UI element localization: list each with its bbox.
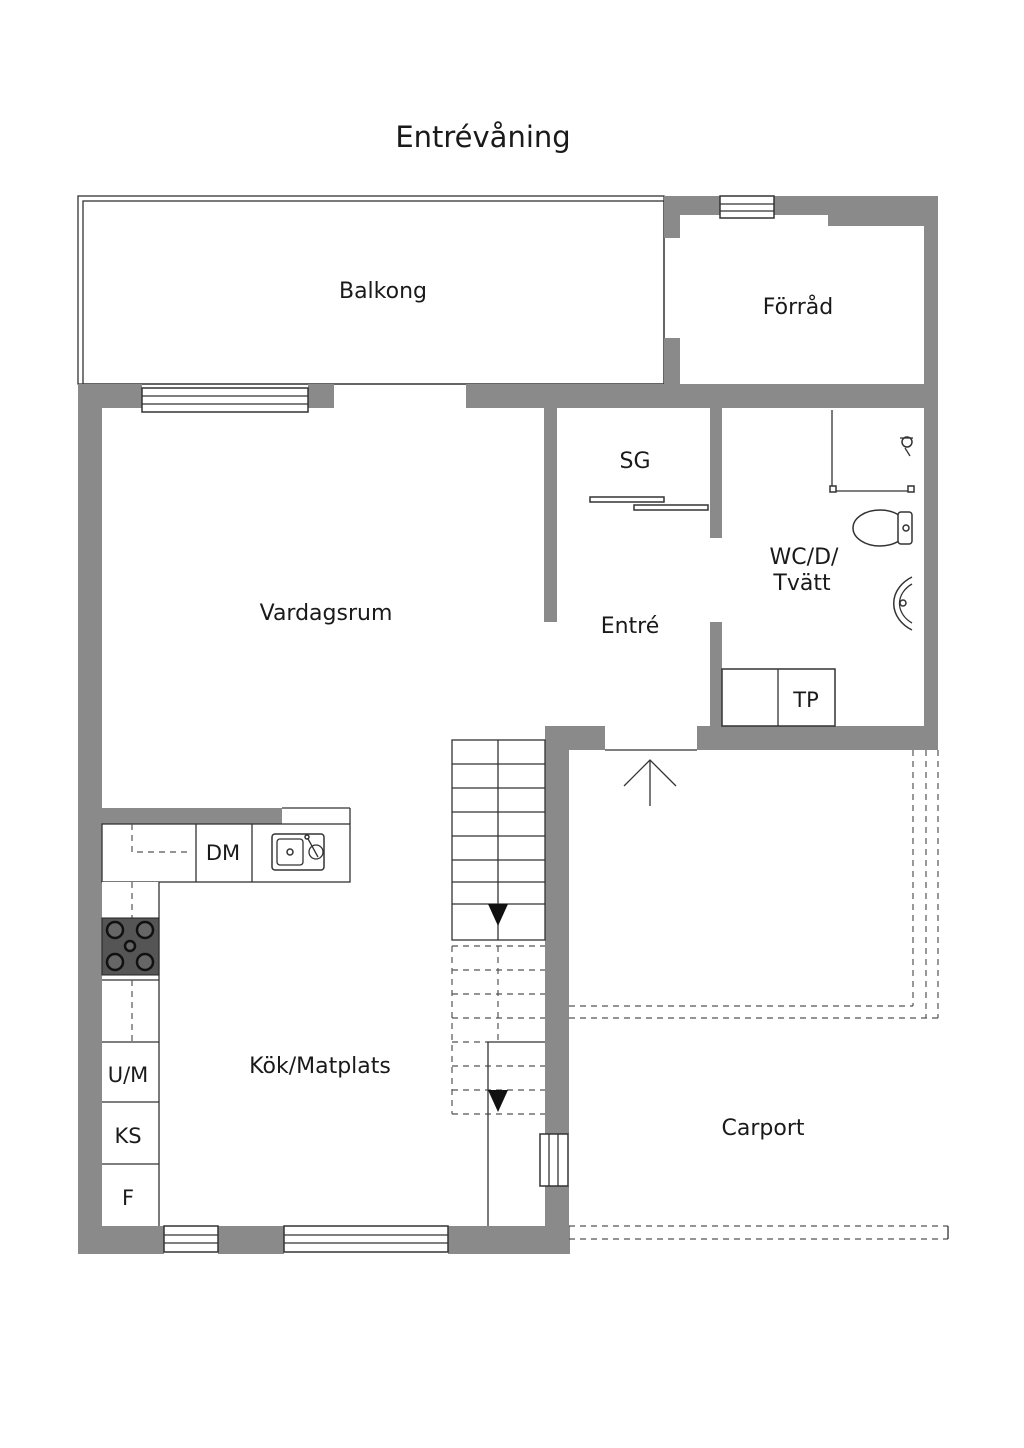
room-label-vardagsrum: Vardagsrum [260,601,393,626]
room-label-forrad: Förråd [763,294,833,320]
fixture-label-um: U/M [108,1063,149,1087]
room-label-carport: Carport [722,1116,805,1141]
staircase [451,739,546,1226]
window-east-kitchen [539,1133,569,1187]
walls [78,196,938,1254]
entrance-arrow-icon [605,749,697,806]
window-storage [719,195,775,219]
washbasin-icon [892,576,913,631]
toilet-icon [852,509,913,547]
bathroom-fixtures [721,410,915,727]
room-label-balkong: Balkong [339,279,427,304]
sink-icon [271,833,325,871]
wardrobe-sliding-doors [589,496,709,511]
shower-icon [829,410,915,493]
window-north-living [141,387,309,413]
floor-title: Entrévåning [395,120,570,154]
balcony-outline [77,195,665,385]
fixture-label-dm: DM [206,841,240,865]
room-label-kok: Kök/Matplats [249,1054,391,1079]
room-label-sg: SG [619,449,650,474]
room-label-entre: Entré [601,614,660,639]
fixture-label-f: F [122,1186,134,1210]
stove-icon [101,917,160,976]
window-south-small [163,1225,219,1253]
windows [141,195,775,1253]
laundry-units [721,668,836,727]
window-south-large [283,1225,449,1253]
room-label-wc-line1: WC/D/ [770,545,839,570]
fixture-label-tp: TP [792,688,819,712]
carport-outline [569,750,949,1240]
room-label-wc-line2: Tvätt [772,571,831,596]
fixture-label-ks: KS [114,1124,141,1148]
